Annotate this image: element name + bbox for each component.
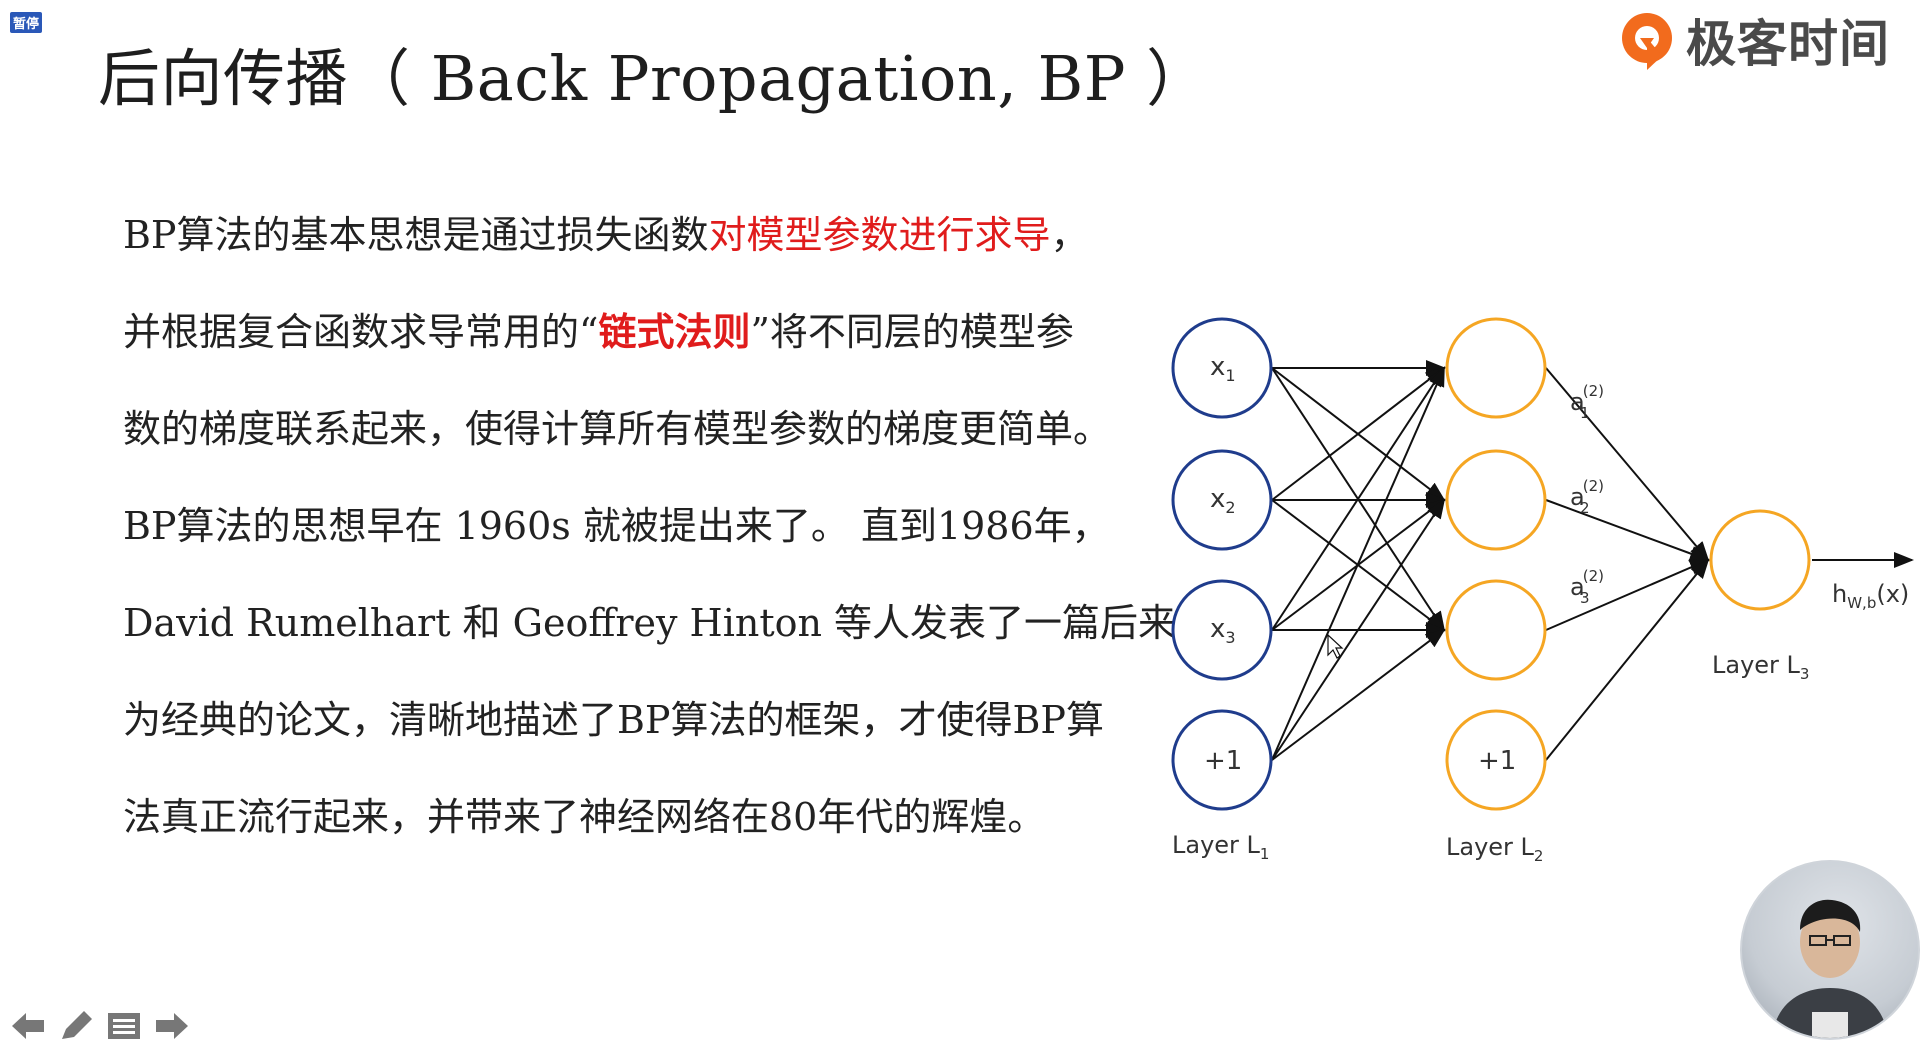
paragraph-line-4: BP算法的思想早在 1960s 就被提出来了。 直到1986年，: [123, 504, 1110, 548]
label-a3: a(2)3: [1570, 567, 1604, 607]
paragraph-line-5: David Rumelhart 和 Geoffrey Hinton 等人发表了一…: [123, 601, 1215, 645]
edge: [1545, 559, 1710, 631]
output-layer: [1709, 509, 1811, 611]
label-hidden-bias: +1: [1478, 746, 1516, 776]
logo-text: 极客时间: [1686, 15, 1890, 73]
edge: [1271, 366, 1445, 761]
presenter-avatar-icon: [1772, 899, 1888, 1038]
input-layer: [1171, 317, 1273, 811]
slide-title: 后向传播（ Back Propagation, BP ）: [98, 42, 1209, 115]
neural-network-diagram: x1 x2 x3 +1 +1 a(2)1 a(2)2 a(2)3 hW,b(x)…: [1160, 300, 1920, 880]
highlight-text: 链式法则: [598, 309, 751, 354]
layer-label-3: Layer L3: [1712, 651, 1809, 683]
paragraph-line-1: BP算法的基本思想是通过损失函数对模型参数进行求导，: [123, 205, 1173, 302]
neural-network-svg: x1 x2 x3 +1 +1 a(2)1 a(2)2 a(2)3 hW,b(x)…: [1171, 317, 1914, 865]
paragraph-text: BP算法的基本思想是通过损失函数: [123, 213, 709, 257]
layer-labels: Layer L1 Layer L2 Layer L3: [1172, 651, 1809, 865]
edge: [1545, 499, 1710, 562]
layer-label-1: Layer L1: [1172, 831, 1269, 863]
next-arrow-icon[interactable]: [152, 1010, 192, 1042]
edge: [1271, 628, 1446, 761]
hidden-node-2: [1445, 449, 1547, 551]
paragraph-line-6: 为经典的论文，清晰地描述了BP算法的框架，才使得BP算: [123, 698, 1104, 742]
edge: [1545, 367, 1710, 562]
edge: [1271, 498, 1446, 761]
label-output: hW,b(x): [1832, 580, 1909, 612]
edge: [1545, 558, 1710, 761]
mouse-cursor-icon: [1327, 633, 1344, 659]
prev-arrow-svg: [12, 1013, 44, 1039]
slide-nav-toolbar: [8, 1010, 192, 1042]
input-node-x2: [1171, 449, 1273, 551]
hidden-node-3: [1445, 579, 1547, 681]
highlight-text: 对模型参数进行求导: [708, 213, 1051, 257]
activation-labels: a(2)1 a(2)2 a(2)3: [1570, 382, 1604, 607]
output-node: [1709, 509, 1811, 611]
pause-badge[interactable]: 暂停: [10, 12, 43, 33]
label-a1: a(2)1: [1570, 382, 1604, 422]
hidden-node-bias: [1445, 709, 1547, 811]
edge: [1271, 366, 1446, 501]
presenter-webcam: [1740, 860, 1920, 1040]
paragraph-text: ，: [1050, 213, 1089, 257]
prev-arrow-icon[interactable]: [8, 1010, 48, 1042]
pen-svg: [62, 1011, 92, 1039]
label-input-bias: +1: [1204, 746, 1242, 776]
paragraph-text: ”将不同层的模型参: [750, 310, 1074, 354]
menu-svg: [108, 1013, 140, 1039]
hidden-layer: [1445, 317, 1547, 811]
input-node-x1: [1171, 317, 1273, 419]
pen-icon[interactable]: [56, 1010, 96, 1042]
connection-lines: [1271, 360, 1914, 761]
next-arrow-svg: [156, 1013, 188, 1039]
slide-paragraph: BP算法的基本思想是通过损失函数对模型参数进行求导， 并根据复合函数求导常用的“…: [123, 205, 1215, 884]
layer-label-2: Layer L2: [1446, 833, 1543, 865]
paragraph-line-3: 数的梯度联系起来，使得计算所有模型参数的梯度更简单。: [123, 407, 1112, 451]
input-node-x3: [1171, 579, 1273, 681]
menu-icon[interactable]: [104, 1010, 144, 1042]
geektime-logo-icon: [1622, 13, 1672, 70]
paragraph-line-2: 并根据复合函数求导常用的“链式法则”将不同层的模型参: [123, 302, 1173, 399]
hidden-node-1: [1445, 317, 1547, 419]
paragraph-line-7: 法真正流行起来，并带来了神经网络在80年代的辉煌。: [123, 795, 1046, 839]
input-node-bias: [1171, 709, 1273, 811]
brand-logo: 极客时间: [1618, 8, 1890, 73]
edge: [1271, 366, 1446, 631]
output-function-label: hW,b(x): [1832, 580, 1909, 612]
paragraph-text: 并根据复合函数求导常用的“: [123, 310, 599, 354]
